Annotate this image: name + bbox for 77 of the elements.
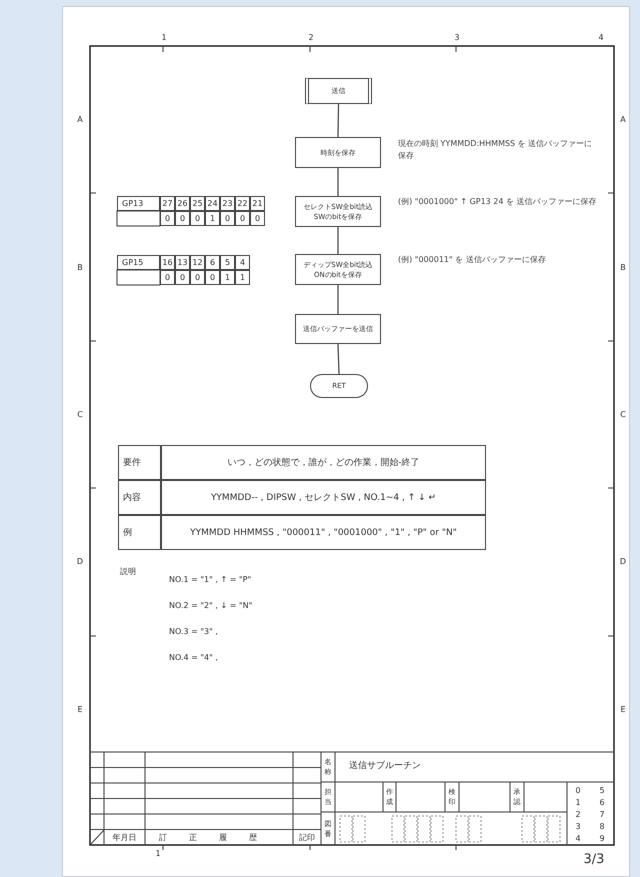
table-cell: YYMMDD HHMMSS , "000011" , "0001000" , "1" , "P" or "N" bbox=[161, 515, 486, 550]
table-cell: 0 bbox=[235, 211, 250, 226]
grid-reference: D bbox=[76, 556, 84, 568]
connector-line bbox=[337, 344, 340, 374]
note-text: 説明 bbox=[119, 566, 137, 578]
grid-reference: 1 bbox=[160, 32, 168, 44]
table-cell: 5 bbox=[220, 255, 235, 270]
digit-label: 7 bbox=[598, 809, 606, 820]
connector-line bbox=[337, 104, 340, 137]
table-cell: 23 bbox=[220, 196, 235, 211]
digit-label: 9 bbox=[598, 833, 606, 844]
table-cell: 6 bbox=[205, 255, 220, 270]
table-cell: 26 bbox=[175, 196, 190, 211]
digit-label: 6 bbox=[598, 797, 606, 808]
page-number: 3/3 bbox=[582, 851, 606, 869]
grid-reference: 3 bbox=[453, 32, 461, 44]
table-cell: 24 bbox=[205, 196, 220, 211]
field-label: 年月日 bbox=[112, 832, 138, 844]
digit-label: 0 bbox=[574, 785, 582, 796]
note-text: NO.1 = "1" , ↑ = "P" bbox=[168, 574, 252, 586]
connector-line bbox=[337, 285, 339, 314]
table-cell: 21 bbox=[250, 196, 265, 211]
digit-label: 4 bbox=[574, 833, 582, 844]
grid-reference: 4 bbox=[597, 32, 605, 44]
grid-reference: D bbox=[618, 556, 628, 568]
grid-reference: C bbox=[76, 409, 84, 421]
digit-label: 5 bbox=[598, 785, 606, 796]
digit-label: 8 bbox=[598, 821, 606, 832]
table-cell: GP13 bbox=[117, 196, 160, 211]
grid-reference: 2 bbox=[307, 32, 315, 44]
note-text: (例) "000011" を 送信バッファーに保存 bbox=[398, 254, 547, 266]
grid-reference: E bbox=[619, 704, 627, 716]
table-cell: いつ，どの状態で，誰が，どの作業，開始-終了 bbox=[161, 445, 486, 480]
table-cell: 内容 bbox=[118, 480, 161, 515]
grid-reference: A bbox=[619, 114, 627, 126]
connector-line bbox=[337, 227, 339, 254]
table-cell: 12 bbox=[190, 255, 205, 270]
table-cell: 1 bbox=[205, 211, 220, 226]
drawing-title: 送信サブルーチン bbox=[348, 760, 422, 773]
table-cell: YYMMDD-- , DIPSW , セレクトSW , NO.1~4 , ↑ ↓ ↵ bbox=[161, 480, 486, 515]
table-cell: GP15 bbox=[117, 255, 160, 270]
grid-reference: B bbox=[619, 262, 627, 274]
table-cell: 27 bbox=[160, 196, 175, 211]
note-text: NO.4 = "4" , bbox=[168, 652, 219, 664]
table-cell: 0 bbox=[160, 270, 175, 285]
table-cell: 1 bbox=[220, 270, 235, 285]
digit-label: 3 bbox=[574, 821, 582, 832]
note-text: (例) "0001000" ↑ GP13 24 を 送信バッファーに保存 bbox=[398, 196, 598, 208]
table-cell: 0 bbox=[190, 270, 205, 285]
table-cell: 16 bbox=[160, 255, 175, 270]
table-cell: 0 bbox=[190, 211, 205, 226]
field-label: 記印 bbox=[298, 832, 316, 844]
table-cell: 0 bbox=[220, 211, 235, 226]
table-cell: 要件 bbox=[118, 445, 161, 480]
digit-label: 2 bbox=[574, 809, 582, 820]
note-text: 現在の時刻 YYMMDD:HHMMSS を 送信バッファーに保存 bbox=[398, 138, 594, 162]
table-cell: 0 bbox=[175, 211, 190, 226]
table-cell: 1 bbox=[235, 270, 250, 285]
table-cell: 例 bbox=[118, 515, 161, 550]
table-cell: 0 bbox=[160, 211, 175, 226]
note-text: NO.3 = "3" , bbox=[168, 626, 219, 638]
table-cell: 22 bbox=[235, 196, 250, 211]
table-cell: 25 bbox=[190, 196, 205, 211]
digit-label: 1 bbox=[574, 797, 582, 808]
table-cell: 4 bbox=[235, 255, 250, 270]
grid-reference: C bbox=[619, 409, 627, 421]
table-cell: 0 bbox=[175, 270, 190, 285]
grid-reference: E bbox=[76, 704, 84, 716]
note-text: NO.2 = "2" , ↓ = "N" bbox=[168, 600, 254, 612]
grid-reference: A bbox=[76, 114, 84, 126]
table-cell: 0 bbox=[205, 270, 220, 285]
table-cell: 0 bbox=[250, 211, 265, 226]
grid-reference: B bbox=[76, 262, 84, 274]
table-cell: 13 bbox=[175, 255, 190, 270]
grid-reference: 1 bbox=[154, 848, 162, 860]
connector-line bbox=[337, 168, 339, 196]
field-label: 訂正履歴 bbox=[158, 832, 280, 844]
